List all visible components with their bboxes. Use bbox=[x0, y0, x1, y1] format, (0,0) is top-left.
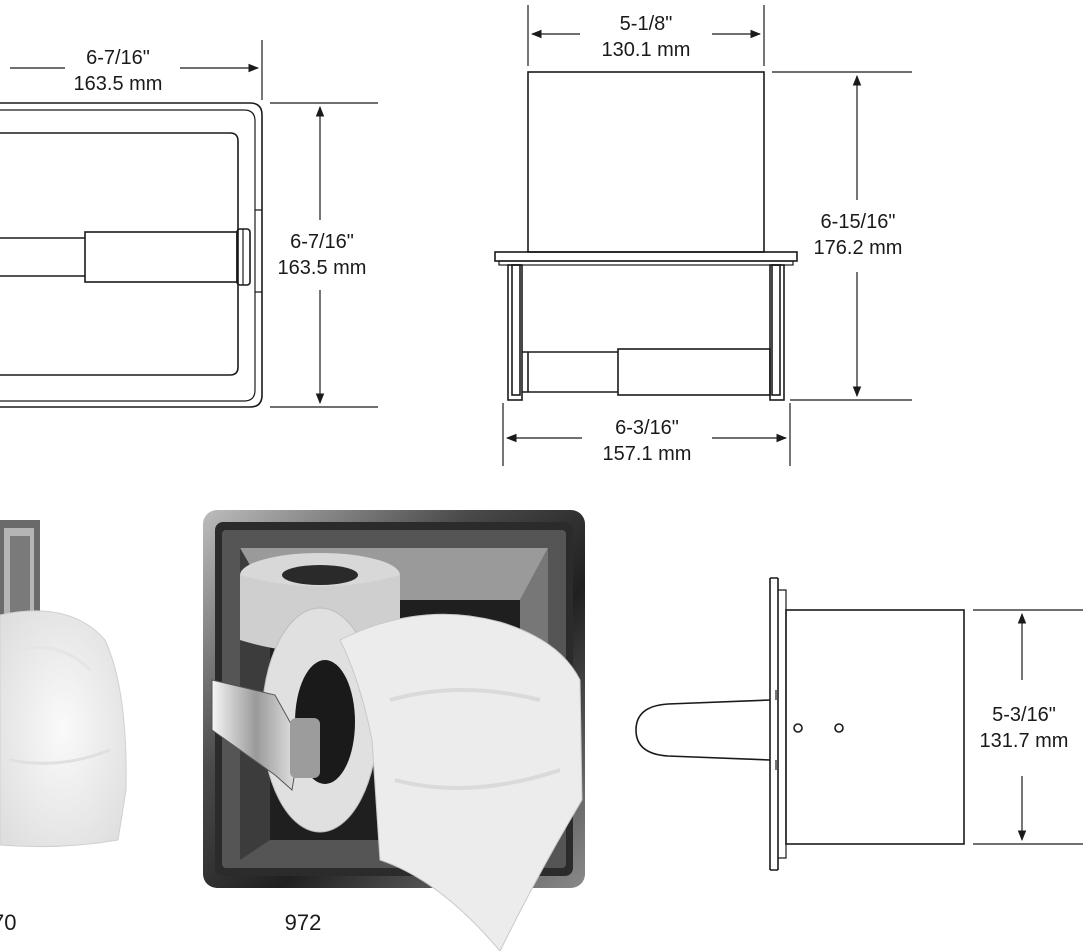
side-height-metric: 176.2 mm bbox=[814, 237, 903, 259]
model-label-972: 972 bbox=[285, 910, 322, 935]
profile-height-imperial: 5-3/16" bbox=[992, 704, 1056, 726]
profile-height-metric: 131.7 mm bbox=[980, 730, 1069, 752]
top-width-dimension bbox=[527, 5, 765, 66]
front-width-metric: 163.5 mm bbox=[74, 73, 163, 95]
front-width-dimension bbox=[10, 40, 263, 100]
product-photo-972 bbox=[203, 510, 585, 951]
top-width-imperial: 5-1/8" bbox=[620, 13, 673, 35]
side-height-imperial: 6-15/16" bbox=[821, 211, 896, 233]
side-width-imperial: 6-3/16" bbox=[615, 417, 679, 439]
front-width-imperial: 6-7/16" bbox=[86, 47, 150, 69]
profile-view-drawing bbox=[635, 577, 965, 871]
top-width-metric: 130.1 mm bbox=[602, 39, 691, 61]
front-height-dimension bbox=[270, 102, 378, 408]
side-width-dimension bbox=[502, 403, 791, 466]
product-photo-partial bbox=[0, 520, 127, 848]
side-width-metric: 157.1 mm bbox=[603, 443, 692, 465]
model-label-partial: 70 bbox=[0, 910, 16, 935]
front-view-drawing bbox=[0, 102, 263, 408]
front-height-metric: 163.5 mm bbox=[278, 257, 367, 279]
profile-height-dimension bbox=[973, 609, 1083, 845]
side-view-drawing bbox=[494, 71, 798, 401]
front-height-imperial: 6-7/16" bbox=[290, 231, 354, 253]
side-height-dimension bbox=[772, 71, 912, 401]
